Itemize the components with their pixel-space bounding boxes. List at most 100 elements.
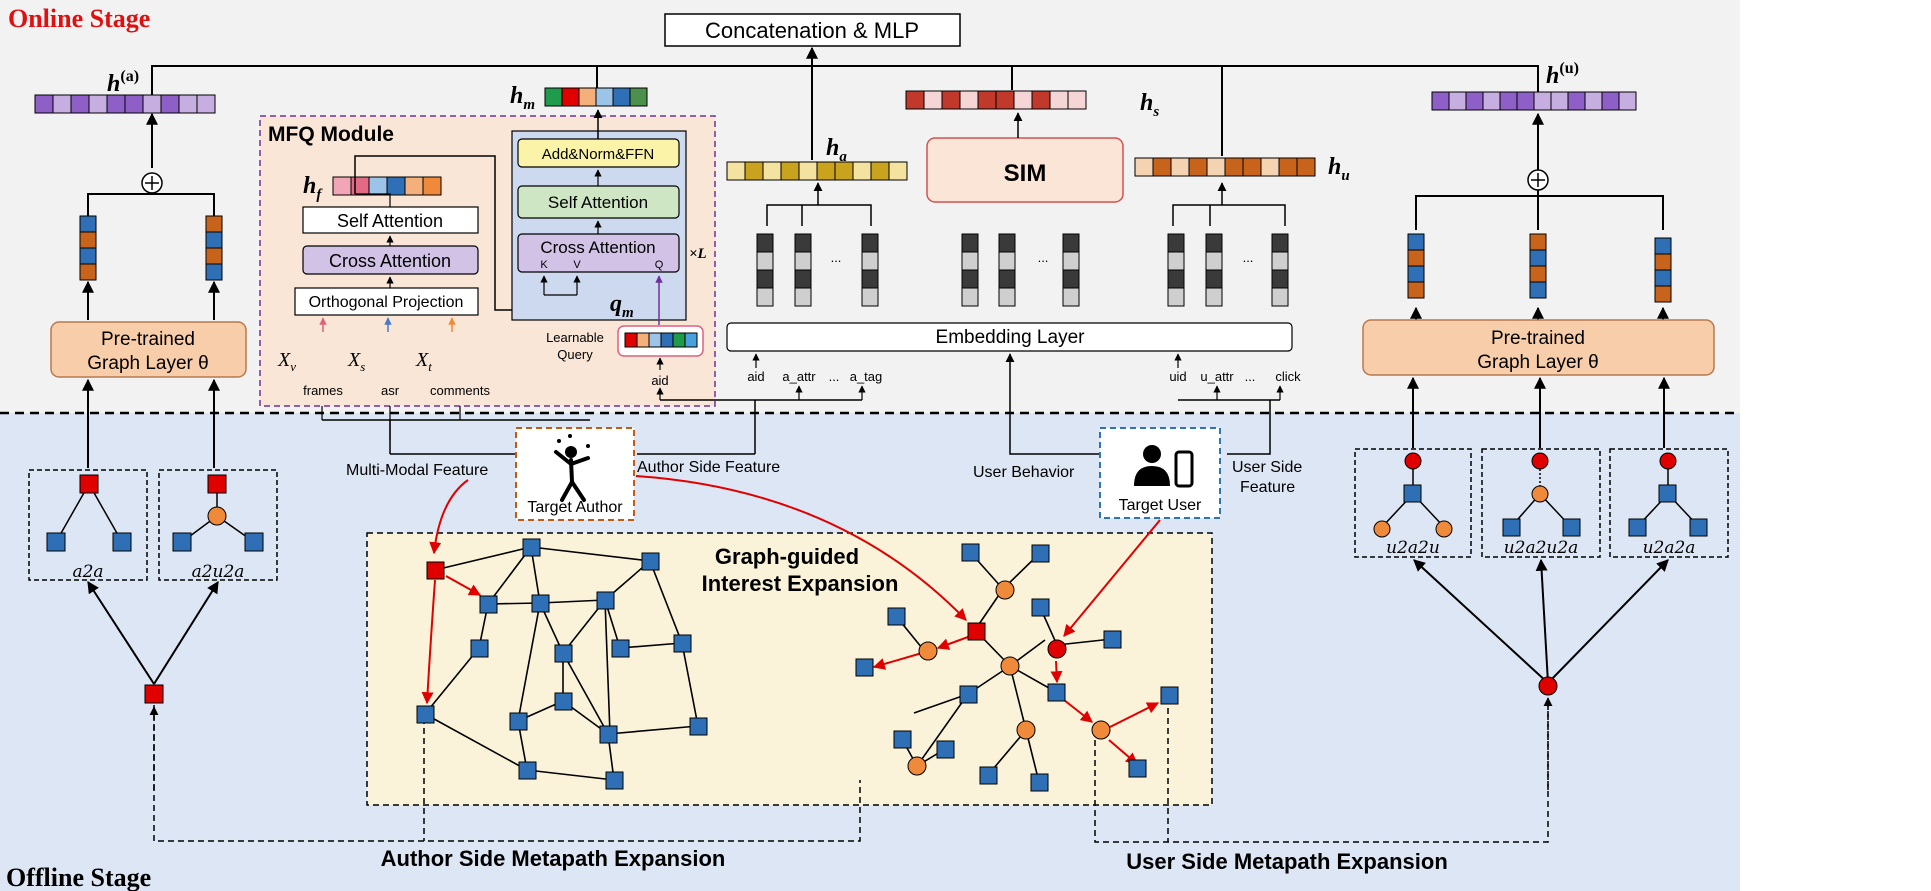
embedding-cell (1529, 249, 1547, 267)
orthogonal-projection-label: Orthogonal Projection (309, 294, 464, 311)
graph-author-node (416, 705, 435, 724)
asr-label: asr (381, 383, 400, 398)
embedding-cell (861, 269, 879, 289)
graph-author-node (1030, 773, 1049, 792)
sum-user-plus (1531, 173, 1545, 187)
metapath-a2a-box (28, 469, 148, 581)
graph-title-line1: Graph-guided (715, 544, 859, 569)
embedding-cell (1465, 91, 1484, 111)
embedding-cell (1205, 269, 1223, 289)
embedding-columns (756, 233, 1289, 307)
metapath-a2u2a-box (158, 469, 278, 581)
embedding-cell (861, 251, 879, 271)
embedding-cell (756, 251, 774, 271)
embedding-cell (578, 87, 597, 107)
sim-emb-dots: ... (1038, 250, 1049, 265)
embedding-cell (178, 94, 198, 114)
embedding-cell (1152, 157, 1172, 177)
graph-author-node (554, 692, 573, 711)
metapath-u2a2a-label: u2a2a (1643, 538, 1696, 558)
embedding-cell (1167, 251, 1185, 271)
sim-label: SIM (1004, 160, 1047, 187)
user-feat-dots: ... (1245, 369, 1256, 384)
metapath-a2u2a-label: a2u2a (192, 562, 245, 582)
value-label: V (573, 259, 581, 271)
embedding-cell (1167, 287, 1185, 307)
user-side-feature-line2: Feature (1240, 479, 1295, 496)
graph-author-node (1031, 544, 1050, 563)
u2a2u-user-node (1435, 520, 1453, 538)
user-gnn-line1: Pre-trained (1491, 328, 1585, 349)
embedding-cell (88, 94, 108, 114)
embedding-cell (124, 94, 144, 114)
embedding-cell (1062, 251, 1080, 271)
a2u2a-leaf-node (172, 532, 192, 552)
embedding-cell (1205, 233, 1223, 253)
embedding-cell (1499, 91, 1518, 111)
author-gnn-line2: Graph Layer θ (87, 353, 208, 374)
user-emb-dots: ... (1243, 250, 1254, 265)
embedding-cell (816, 161, 836, 181)
embedding-cell (1448, 91, 1467, 111)
embedding-cell (1296, 157, 1316, 177)
embedding-cell (1482, 91, 1501, 111)
a2u2a-leaf-node (244, 532, 264, 552)
author-emb-dots: ... (831, 250, 842, 265)
graph-author-node (1047, 683, 1066, 702)
embedding-cell (998, 287, 1016, 307)
embedding-cell (961, 269, 979, 289)
times-l-label: ×L (689, 246, 707, 262)
graph-author-node (936, 740, 955, 759)
embedding-cell (1260, 157, 1280, 177)
graph-author-node (1160, 686, 1179, 705)
embedding-cell (1618, 91, 1637, 111)
graph-author-node (961, 543, 980, 562)
hf-embedding (332, 176, 442, 196)
offline-stage-label: Offline Stage (6, 863, 151, 891)
embedding-cell (684, 332, 698, 348)
embedding-cell (1167, 269, 1185, 289)
qm-label: qm (610, 291, 634, 321)
multimodal-feature-label: Multi-Modal Feature (346, 462, 488, 479)
learnable-query-line2: Query (557, 347, 593, 362)
xs-label: Xs (347, 349, 365, 374)
h-author-embedding (34, 94, 216, 114)
embedding-cell (205, 231, 223, 249)
embedding-cell (998, 269, 1016, 289)
author-gnn-output-1 (79, 215, 97, 281)
mfq-self-attention-label: Self Attention (337, 211, 443, 231)
top-bus-line (151, 65, 1539, 100)
online-stage-label: Online Stage (8, 4, 150, 33)
embedding-cell (1601, 91, 1620, 111)
performer-icon (554, 434, 590, 502)
hf-label: hf (303, 173, 323, 203)
embedding-cell (998, 251, 1016, 271)
concat-mlp-label: Concatenation & MLP (705, 18, 919, 43)
user-gnn-box (1362, 319, 1715, 376)
embedding-cell (52, 94, 72, 114)
learnable-aid-label: aid (651, 373, 668, 388)
embedding-cell (998, 233, 1016, 253)
embedding-cell (762, 161, 782, 181)
graph-target-author-copy (967, 622, 986, 641)
u2a2u-user-node (1373, 520, 1391, 538)
author-feat-attr: a_attr (782, 369, 816, 384)
embedding-cell (1271, 287, 1289, 307)
u2a2a-author-node (1628, 518, 1647, 537)
author-gnn-line1: Pre-trained (101, 329, 195, 350)
hs-embedding (905, 90, 1087, 110)
embedding-cell (386, 176, 406, 196)
embedding-cell (941, 90, 961, 110)
embedding-cell (1167, 233, 1185, 253)
embedding-cell (756, 233, 774, 253)
concat-mlp-box (664, 13, 961, 47)
graph-author-node (522, 538, 541, 557)
u2a2a-target-node (1659, 452, 1677, 470)
embedding-cell (1407, 249, 1425, 267)
a2u2a-user-node (207, 506, 227, 526)
author-gnn-box (50, 321, 247, 378)
ha-label: ha (826, 135, 847, 165)
user-gnn-line2: Graph Layer θ (1477, 352, 1598, 373)
embedding-cell (404, 176, 424, 196)
